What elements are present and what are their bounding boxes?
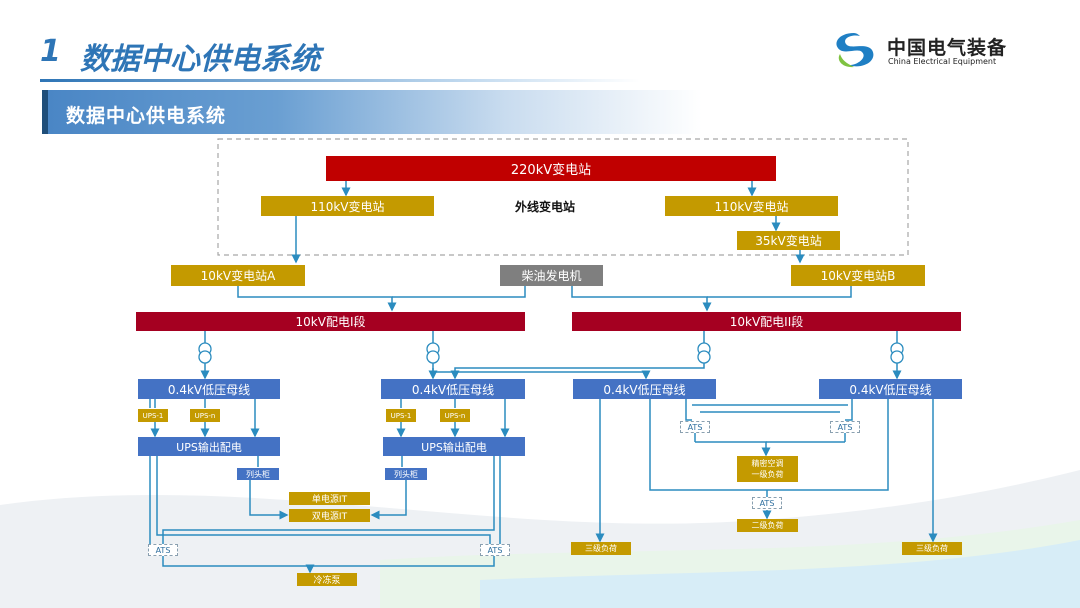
- lv-bus-3: 0.4kV低压母线: [573, 379, 716, 399]
- bus-10kv-section-1: 10kV配电I段: [136, 312, 525, 331]
- section-banner: [42, 90, 702, 134]
- lv-bus-1: 0.4kV低压母线: [138, 379, 280, 399]
- lv-bus-4: 0.4kV低压母线: [819, 379, 962, 399]
- substation-220kv: 220kV变电站: [326, 156, 776, 181]
- column-cabinet-1: 列头柜: [237, 468, 279, 480]
- external-substation-label: 外线变电站: [515, 200, 576, 214]
- single-power-it: 单电源IT: [289, 492, 370, 505]
- level3-load-right: 三级负荷: [902, 542, 962, 555]
- ups-n-right: UPS-n: [440, 409, 470, 422]
- ups-output-dist-2: UPS输出配电: [383, 437, 525, 456]
- ats-level2: ATS: [752, 497, 782, 509]
- level3-load-left: 三级负荷: [571, 542, 631, 555]
- level2-load: 二级负荷: [737, 519, 798, 532]
- ats-chiller-right: ATS: [480, 544, 510, 556]
- logo-en-text: China Electrical Equipment: [888, 57, 997, 66]
- substation-35kv: 35kV变电站: [737, 231, 840, 250]
- ups-output-dist-1: UPS输出配电: [138, 437, 280, 456]
- slide-number: 1: [40, 34, 61, 69]
- ats-level1-right: ATS: [830, 421, 860, 433]
- logo-cn-text: 中国电气装备: [887, 37, 1008, 59]
- precision-ac-level1: 精密空调 一级负荷: [737, 456, 798, 482]
- section-title: 数据中心供电系统: [66, 105, 227, 127]
- ups-1-right: UPS-1: [386, 409, 416, 422]
- substation-10kv-b: 10kV变电站B: [791, 265, 925, 286]
- chiller-pump: 冷冻泵: [297, 573, 357, 586]
- substation-10kv-a: 10kV变电站A: [171, 265, 305, 286]
- diesel-generator: 柴油发电机: [500, 265, 603, 286]
- lv-bus-2: 0.4kV低压母线: [381, 379, 525, 399]
- header-underline: [40, 79, 640, 82]
- slide-title: 数据中心供电系统: [80, 42, 320, 77]
- precision-ac-label: 精密空调: [751, 459, 784, 468]
- ups-n-left: UPS-n: [190, 409, 220, 422]
- ups-1-left: UPS-1: [138, 409, 168, 422]
- company-logo-icon: [828, 30, 880, 70]
- column-cabinet-2: 列头柜: [385, 468, 427, 480]
- dual-power-it: 双电源IT: [289, 509, 370, 522]
- ats-level1-left: ATS: [680, 421, 710, 433]
- bus-10kv-section-2: 10kV配电II段: [572, 312, 961, 331]
- level1-load-label: 一级负荷: [751, 470, 784, 479]
- substation-110kv-left: 110kV变电站: [261, 196, 434, 216]
- ats-chiller-left: ATS: [148, 544, 178, 556]
- substation-110kv-right: 110kV变电站: [665, 196, 838, 216]
